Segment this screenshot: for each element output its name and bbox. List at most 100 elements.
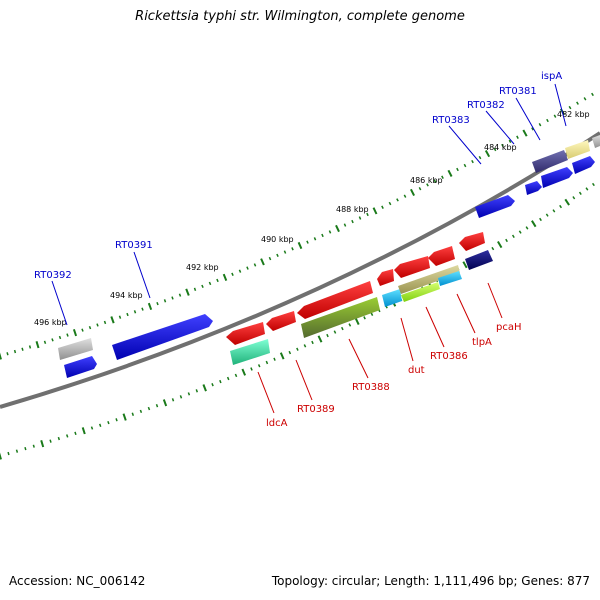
gene-arrow-gray-right[interactable] bbox=[592, 135, 600, 148]
gene-label-rt0386[interactable]: RT0386 bbox=[430, 351, 468, 362]
outer-scale-tick bbox=[21, 347, 24, 351]
outer-scale-tick bbox=[156, 301, 159, 306]
gene-arrow-khaki[interactable] bbox=[565, 140, 590, 159]
inner-scale-tick bbox=[591, 182, 595, 187]
gene-arrow-olive[interactable] bbox=[301, 297, 380, 338]
scale-label-484: 484 kbp bbox=[484, 143, 517, 152]
outer-scale-tick bbox=[538, 123, 542, 127]
inner-scale-tick bbox=[279, 352, 285, 360]
gene-label-tlpa[interactable]: tlpA bbox=[472, 337, 492, 348]
inner-scale-tick bbox=[195, 389, 199, 393]
topology-text: Topology: circular; Length: 1,111,496 bp… bbox=[271, 574, 590, 588]
leader-line-rt0392 bbox=[51, 280, 68, 326]
outer-scale-tick bbox=[463, 163, 467, 168]
outer-scale-tick bbox=[447, 169, 453, 177]
gene-arrow-rt0388[interactable] bbox=[297, 281, 373, 319]
inner-scale-tick bbox=[564, 198, 570, 206]
gene-arrow-rt0386[interactable] bbox=[394, 256, 430, 278]
gene-arrow-lime[interactable] bbox=[401, 282, 440, 302]
gene-label-pcah[interactable]: pcaH bbox=[496, 322, 522, 333]
outer-scale-tick bbox=[163, 299, 167, 303]
outer-scale-tick bbox=[193, 287, 197, 291]
inner-scale-tick bbox=[559, 204, 563, 209]
scale-label-494: 494 kbp bbox=[110, 291, 143, 300]
outer-scale-tick bbox=[568, 105, 572, 110]
outer-scale-tick bbox=[185, 288, 190, 296]
inner-scale-tick bbox=[219, 379, 222, 384]
gene-arrow-navy[interactable] bbox=[465, 250, 493, 270]
outer-scale-tick bbox=[28, 345, 32, 349]
leader-line-rt0389 bbox=[295, 359, 313, 401]
inner-scale-tick bbox=[539, 217, 542, 222]
outer-scale-tick bbox=[0, 352, 2, 360]
gene-arrow-rt0383[interactable] bbox=[475, 195, 515, 218]
gene-arrow-dut[interactable] bbox=[377, 269, 394, 286]
outer-scale-tick bbox=[335, 224, 340, 233]
scale-label-486: 486 kbp bbox=[410, 176, 443, 185]
outer-scale-tick bbox=[66, 333, 69, 337]
outer-scale-tick bbox=[471, 159, 474, 164]
outer-scale-tick bbox=[276, 253, 279, 258]
outer-scale-tick bbox=[13, 349, 17, 354]
gene-arrow-rt0381[interactable] bbox=[541, 167, 573, 188]
inner-scale-tick bbox=[370, 312, 374, 316]
gene-arrow-rt0391[interactable] bbox=[112, 314, 213, 360]
inner-scale-tick bbox=[32, 444, 35, 448]
gene-label-rt0381[interactable]: RT0381 bbox=[499, 86, 537, 97]
outer-scale-tick bbox=[208, 281, 212, 286]
gene-arrow-cyan[interactable] bbox=[382, 289, 402, 307]
outer-scale-tick bbox=[118, 315, 122, 319]
outer-scale-tick bbox=[291, 247, 294, 251]
outer-scale-tick bbox=[441, 175, 444, 179]
inner-scale-tick bbox=[74, 431, 77, 436]
outer-scale-tick bbox=[343, 223, 347, 227]
gene-arrow-ispa[interactable] bbox=[572, 156, 595, 174]
gene-arrow-rt0389[interactable] bbox=[266, 311, 296, 331]
gene-arrow-slate[interactable] bbox=[532, 150, 568, 173]
gene-label-ispa[interactable]: ispA bbox=[541, 71, 562, 82]
leader-line-rt0382 bbox=[485, 110, 515, 145]
gene-label-dut[interactable]: dut bbox=[408, 365, 425, 376]
outer-scale-tick bbox=[126, 312, 129, 317]
gene-arrow-teal[interactable] bbox=[230, 339, 270, 365]
outer-scale-tick bbox=[403, 194, 407, 198]
gene-arrow-darkkhaki[interactable] bbox=[398, 265, 460, 294]
gene-arrow-gray[interactable] bbox=[58, 338, 93, 360]
outer-scale-tick bbox=[246, 266, 249, 270]
inner-scale-tick bbox=[491, 246, 495, 251]
inner-scale-tick bbox=[234, 373, 238, 378]
outer-scale-tick bbox=[141, 307, 144, 311]
inner-scale-tick bbox=[545, 213, 549, 217]
gene-arrow-ldca[interactable] bbox=[226, 322, 265, 345]
outer-scale-tick bbox=[51, 338, 54, 342]
gene-label-rt0391[interactable]: RT0391 bbox=[115, 240, 153, 251]
inner-scale-tick bbox=[354, 317, 360, 326]
gene-label-rt0392[interactable]: RT0392 bbox=[34, 270, 72, 281]
gene-label-rt0383[interactable]: RT0383 bbox=[432, 115, 470, 126]
gene-arrow-rt0392[interactable] bbox=[64, 356, 97, 378]
scale-ticks-inner bbox=[0, 182, 595, 460]
gene-arrow-tlpa[interactable] bbox=[428, 246, 455, 266]
outer-scale-tick bbox=[372, 207, 378, 215]
reverse-label-lines bbox=[257, 282, 503, 414]
gene-label-rt0382[interactable]: RT0382 bbox=[467, 100, 505, 111]
inner-scale-tick bbox=[202, 384, 207, 392]
gene-arrow-rt0382[interactable] bbox=[525, 181, 542, 195]
gene-label-rt0389[interactable]: RT0389 bbox=[297, 404, 335, 415]
inner-scale-tick bbox=[107, 420, 110, 425]
gene-arrow-pcah[interactable] bbox=[459, 232, 485, 251]
inner-scale-tick bbox=[131, 412, 135, 416]
inner-scale-tick bbox=[288, 350, 292, 355]
inner-scale-tick bbox=[139, 409, 143, 414]
inner-scale-tick bbox=[155, 404, 159, 408]
outer-scale-tick bbox=[493, 147, 497, 152]
inner-scale-tick bbox=[585, 187, 589, 191]
inner-scale-tick bbox=[40, 440, 45, 448]
inner-scale-tick bbox=[162, 399, 168, 407]
gene-label-ldca[interactable]: ldcA bbox=[266, 418, 288, 429]
gene-label-rt0388[interactable]: RT0388 bbox=[352, 382, 390, 393]
gene-arrow-cyan-2[interactable] bbox=[438, 271, 462, 286]
outer-scale-tick bbox=[216, 278, 219, 283]
